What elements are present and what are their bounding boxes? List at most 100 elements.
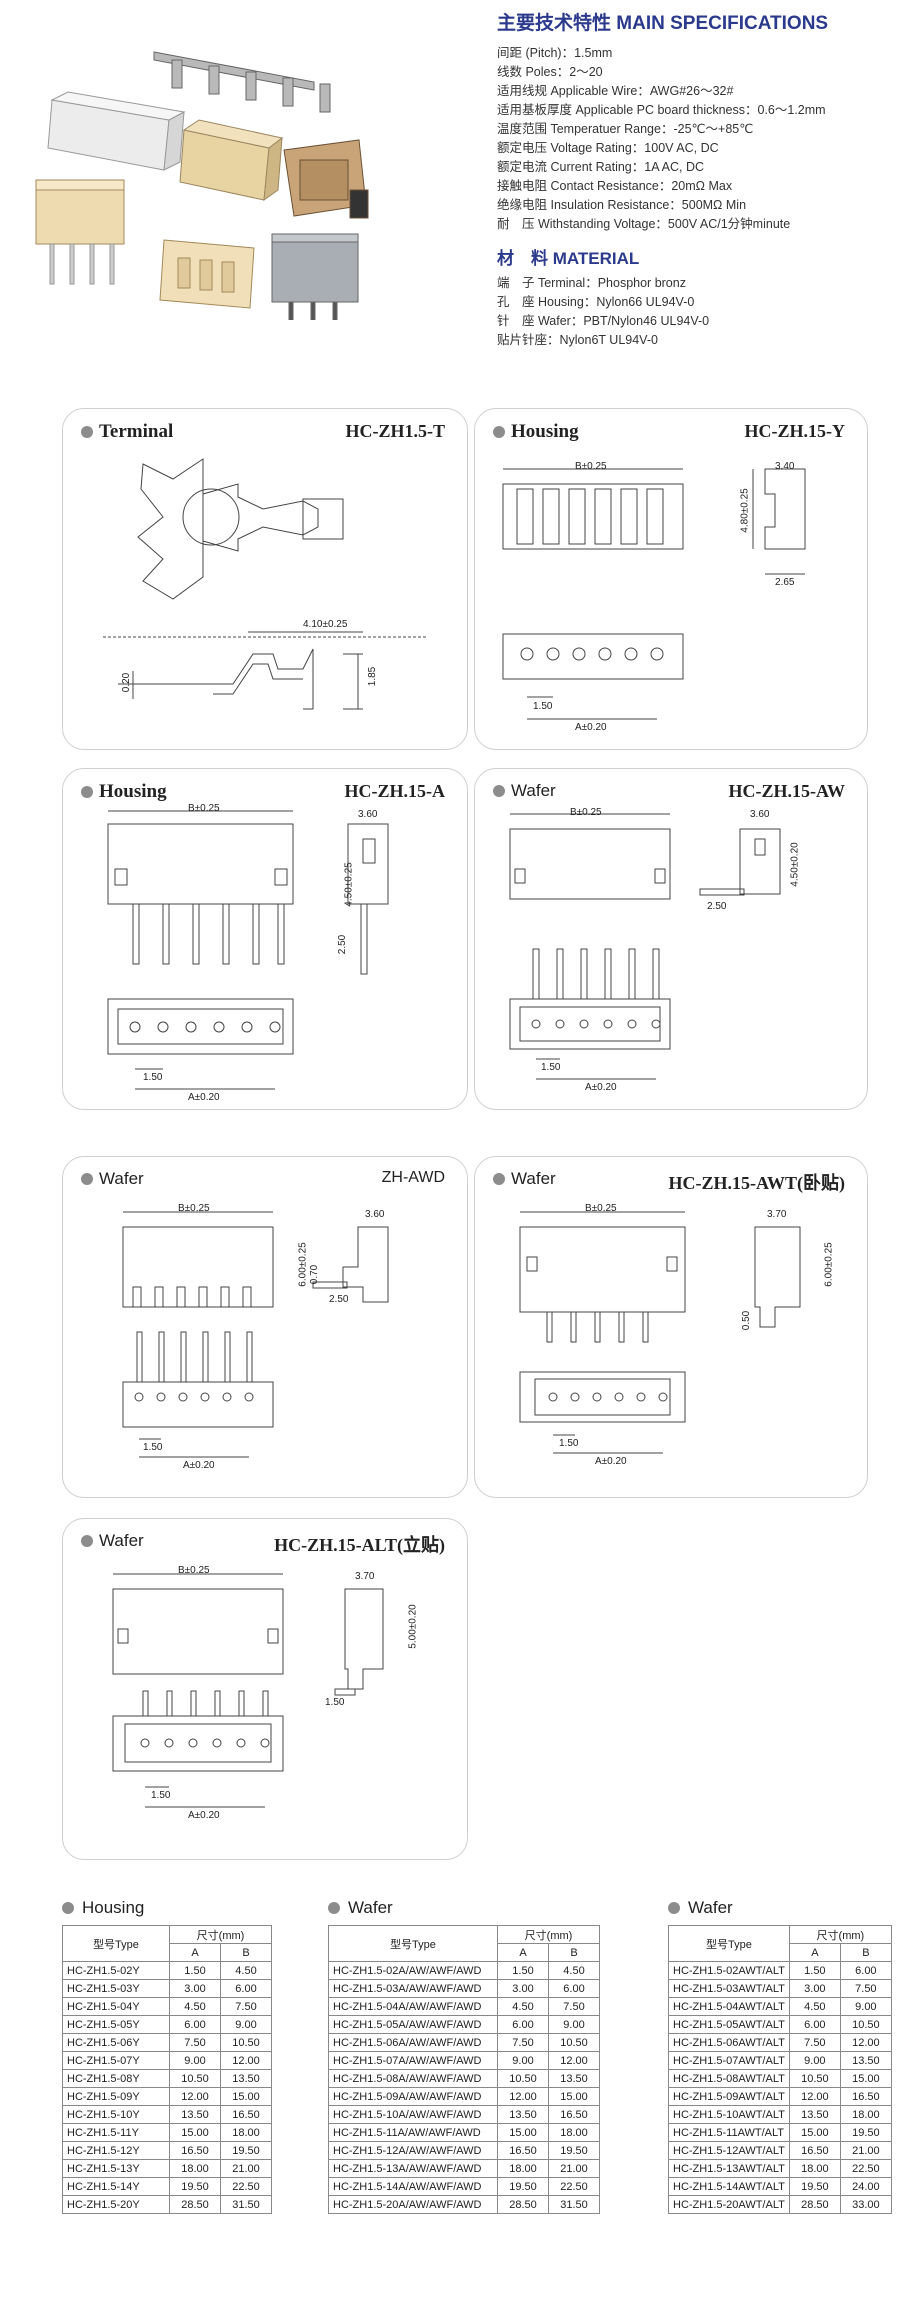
housing-a-panel: Housing HC-ZH.15-A B±0.25 3.60 4.50±0.25…	[62, 768, 468, 1110]
dimension-label: 2.50	[707, 901, 727, 912]
spec-item: 线数 Poles：2～20	[497, 65, 603, 79]
size-b-cell: 21.00	[839, 2141, 892, 2160]
material-list: 端 子 Terminal：Phosphor bronz 孔 座 Housing：…	[497, 274, 709, 350]
dimension-label: B±0.25	[570, 807, 602, 818]
wafer-aw-drawing	[509, 813, 781, 1080]
size-b-cell: 22.50	[839, 2159, 892, 2178]
size-b-cell: 10.50	[220, 2033, 272, 2052]
spec-item: 间距 (Pitch)：1.5mm	[497, 46, 613, 60]
wafer-awt-panel-title: Wafer	[493, 1169, 556, 1189]
brown-wafer-image	[283, 139, 369, 219]
dimension-label: 2.65	[775, 577, 795, 588]
size-b-cell: 13.50	[220, 2069, 272, 2088]
terminal-drawing	[103, 458, 428, 710]
spec-item: 适用线规 Applicable Wire：AWG#26～32#	[497, 84, 734, 98]
type-cell: HC-ZH1.5-13Y	[62, 2159, 170, 2178]
size-b-cell: 9.00	[839, 1997, 892, 2016]
size-a-cell: 16.50	[788, 2141, 841, 2160]
wafer-awt-model-number: HC-ZH.15-AWT(卧贴)	[668, 1173, 846, 1193]
wafer-awd-panel-title: Wafer	[81, 1169, 144, 1189]
dimension-label: A±0.20	[188, 1810, 220, 1821]
type-cell: HC-ZH1.5-20A/AW/AWF/AWD	[328, 2195, 498, 2214]
dimension-label: B±0.25	[585, 1203, 617, 1214]
size-a-cell: 13.50	[788, 2105, 841, 2124]
bullet-dot-icon	[668, 1902, 680, 1914]
size-b-cell: 12.00	[220, 2051, 272, 2070]
dimension-label: 3.70	[355, 1571, 375, 1582]
type-cell: HC-ZH1.5-11A/AW/AWF/AWD	[328, 2123, 498, 2142]
size-a-cell: 18.00	[497, 2159, 549, 2178]
dimension-label: 6.00±0.25	[297, 1242, 309, 1287]
size-a-cell: 15.00	[497, 2123, 549, 2142]
size-a-cell: 16.50	[497, 2141, 549, 2160]
size-a-cell: 28.50	[497, 2195, 549, 2214]
size-b-cell: 22.50	[220, 2177, 272, 2196]
dimension-label: 4.50±0.20	[789, 842, 801, 887]
housing-y-panel: Housing HC-ZH.15-Y B±0.25 3.40 4.80±0.25…	[474, 408, 868, 750]
size-a-cell: 19.50	[169, 2177, 221, 2196]
size-b-cell: 16.50	[220, 2105, 272, 2124]
column-header: 尺寸(mm)	[788, 1925, 892, 1944]
type-cell: HC-ZH1.5-02A/AW/AWF/AWD	[328, 1961, 498, 1980]
column-header: A	[788, 1943, 841, 1962]
housing-a-drawing	[107, 810, 389, 1090]
size-a-cell: 19.50	[497, 2177, 549, 2196]
size-a-cell: 18.00	[169, 2159, 221, 2178]
material-title: 材 料 MATERIAL	[497, 249, 640, 268]
type-cell: HC-ZH1.5-05A/AW/AWF/AWD	[328, 2015, 498, 2034]
wafer-alt-model-number: HC-ZH.15-ALT(立贴)	[274, 1535, 445, 1555]
spec-item: 温度范围 Temperatuer Range：-25℃～+85℃	[497, 122, 754, 136]
size-a-cell: 3.00	[788, 1979, 841, 1998]
size-b-cell: 9.00	[548, 2015, 600, 2034]
type-cell: HC-ZH1.5-13AWT/ALT	[668, 2159, 790, 2178]
size-b-cell: 18.00	[220, 2123, 272, 2142]
size-b-cell: 10.50	[839, 2015, 892, 2034]
column-header: 型号Type	[328, 1925, 498, 1962]
material-item: 针 座 Wafer：PBT/Nylon46 UL94V-0	[497, 314, 710, 328]
beige-housing-image	[179, 119, 284, 202]
dimension-label: 0.70	[309, 1264, 321, 1285]
size-a-cell: 9.00	[788, 2051, 841, 2070]
dimension-label: 5.00±0.20	[407, 1604, 419, 1649]
type-cell: HC-ZH1.5-05Y	[62, 2015, 170, 2034]
type-cell: HC-ZH1.5-14AWT/ALT	[668, 2177, 790, 2196]
size-a-cell: 3.00	[169, 1979, 221, 1998]
size-a-cell: 13.50	[497, 2105, 549, 2124]
size-a-cell: 9.00	[169, 2051, 221, 2070]
size-a-cell: 6.00	[169, 2015, 221, 2034]
dimension-label: 1.50	[541, 1062, 561, 1073]
bullet-dot-icon	[493, 785, 505, 797]
size-a-cell: 9.00	[497, 2051, 549, 2070]
dimension-label: B±0.25	[178, 1203, 210, 1214]
type-cell: HC-ZH1.5-03Y	[62, 1979, 170, 1998]
size-b-cell: 6.00	[220, 1979, 272, 1998]
wafer-awt-drawing	[519, 1211, 801, 1454]
specifications-list: 间距 (Pitch)：1.5mm 线数 Poles：2～20 适用线规 Appl…	[497, 44, 826, 234]
dimension-label: 1.50	[325, 1697, 345, 1708]
size-b-cell: 7.50	[548, 1997, 600, 2016]
size-b-cell: 19.50	[839, 2123, 892, 2142]
beige-housing-mid-image	[159, 239, 255, 309]
size-b-cell: 6.00	[548, 1979, 600, 1998]
dimension-label: 1.50	[559, 1438, 579, 1449]
size-b-cell: 22.50	[548, 2177, 600, 2196]
type-cell: HC-ZH1.5-07AWT/ALT	[668, 2051, 790, 2070]
column-header: 尺寸(mm)	[497, 1925, 600, 1944]
size-b-cell: 18.00	[548, 2123, 600, 2142]
spec-item: 接触电阻 Contact Resistance：20mΩ Max	[497, 179, 733, 193]
